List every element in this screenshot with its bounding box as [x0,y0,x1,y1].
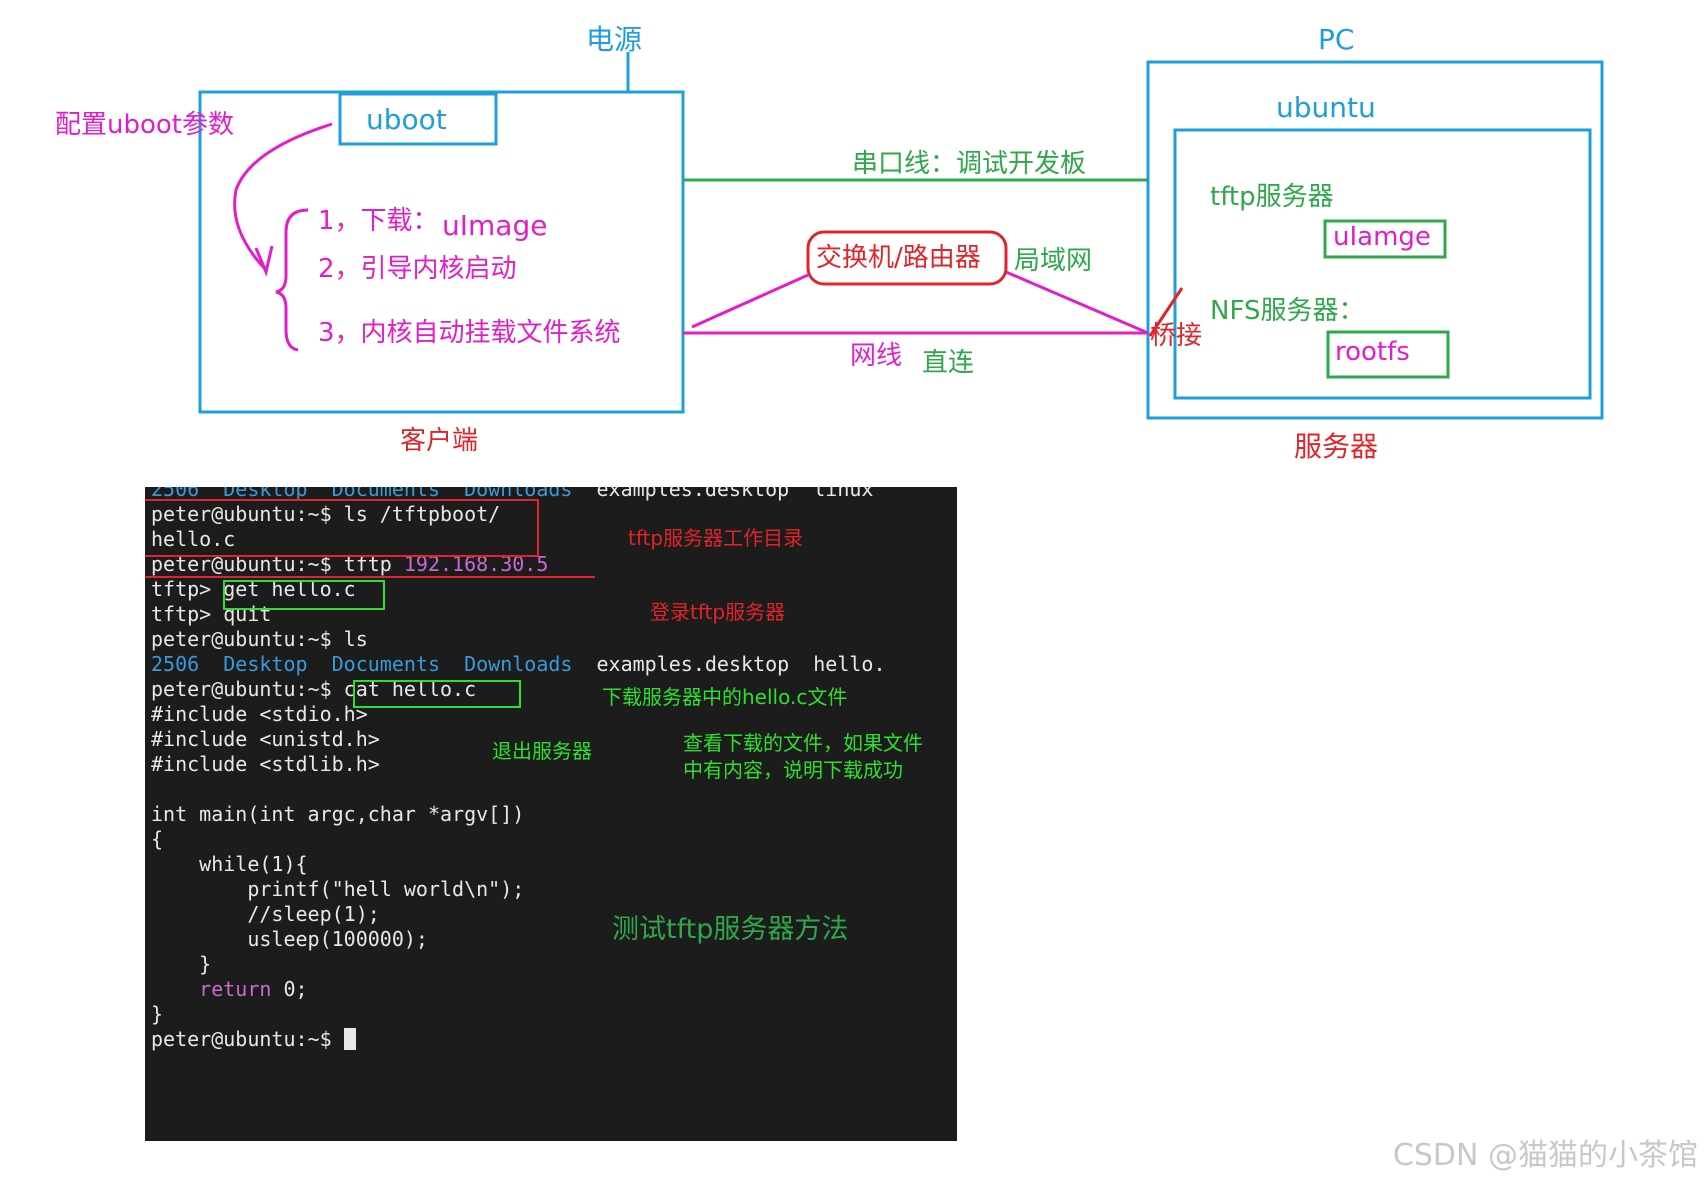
ls-files: examples.desktop linux [572,487,874,501]
ubuntu-box [1173,128,1592,400]
step1-label: 1，下载： [318,206,439,236]
terminal-line: tftp> quit [151,602,272,626]
terminal-line: peter@ubuntu:~$ tftp 192.168.30.5 [151,552,548,577]
uboot-box [338,92,498,146]
note-download: 下载服务器中的hello.c文件 [602,685,848,709]
lan-label: 局域网 [1014,246,1093,276]
terminal-line: while(1){ [151,852,308,876]
terminal-line: //sleep(1); [151,902,380,926]
tftp-command: peter@ubuntu:~$ tftp [151,552,404,576]
ls-dirs: 2506 Desktop Documents Downloads [151,652,573,676]
prompt-text: peter@ubuntu:~$ [151,1027,344,1051]
terminal-line: peter@ubuntu:~$ ls /tftpboot/ [151,502,501,526]
terminal-line: 2506 Desktop Documents Downloads example… [151,487,873,502]
configure-label: 配置uboot参数 [55,110,234,140]
terminal-cursor [343,1028,356,1050]
step1-image: uImage [442,209,548,242]
note-tftp-dir: tftp服务器工作目录 [628,526,804,550]
terminal-line: peter@ubuntu:~$ ls [151,627,368,651]
image-box-label: uIamge [1333,222,1431,252]
terminal-line: int main(int argc,char *argv[]) [151,802,525,826]
cable-switch-to-pc [1005,270,1149,335]
ls-dirs: 2506 Desktop Documents Downloads [151,487,573,501]
switch-label: 交换机/路由器 [816,243,981,273]
note-view: 查看下载的文件，如果文件 中有内容，说明下载成功 [683,731,923,782]
configure-arrow [233,122,333,272]
terminal-line: { [151,827,164,851]
ubuntu-label: ubuntu [1276,91,1376,124]
terminal-line: peter@ubuntu:~$ cat hello.c [151,677,477,701]
return-value: 0; [271,977,308,1001]
terminal-line: return 0; [151,977,308,1002]
note-test-method: 测试tftp服务器方法 [612,914,849,945]
image-box [1323,219,1447,259]
client-box [198,90,685,414]
tftp-label: tftp服务器 [1210,182,1334,212]
terminal-line: printf("hell world\n"); [151,877,525,901]
terminal-line: tftp> get hello.c [151,577,356,601]
terminal-line: hello.c [151,527,236,551]
terminal-window: 2506 Desktop Documents Downloads example… [145,487,957,1141]
client-label: 客户端 [400,426,479,456]
terminal-line: #include <stdlib.h> [151,752,380,776]
serial-label: 串口线：调试开发板 [852,149,1087,179]
tftp-ip: 192.168.30.5 [403,552,549,576]
terminal-line: 2506 Desktop Documents Downloads example… [151,652,886,677]
terminal-line: } [151,952,212,976]
configure-arrowhead [254,245,274,277]
switch-box [806,230,1008,286]
cable-label: 网线 [850,341,903,371]
csdn-watermark: CSDN @猫猫的小茶馆 [1392,1138,1698,1173]
steps-brace [275,208,309,352]
return-keyword: return [151,977,272,1001]
terminal-line: #include <unistd.h> [151,727,380,751]
step3-label: 3，内核自动挂载文件系统 [318,318,621,348]
terminal-line: usleep(100000); [151,927,428,951]
direct-label: 直连 [922,348,975,378]
terminal-line: } [151,1002,164,1026]
pc-label: PC [1318,23,1355,56]
step2-label: 2，引导内核启动 [318,254,517,284]
server-label: 服务器 [1294,430,1379,463]
cable-to-switch [691,273,809,329]
terminal-prompt[interactable]: peter@ubuntu:~$ [151,1027,356,1052]
bridge-label: 桥接 [1150,321,1203,351]
pc-box [1146,60,1604,420]
power-label: 电源 [586,23,643,56]
uboot-label: uboot [366,103,447,136]
bridge-mark [1148,287,1184,337]
note-quit: 退出服务器 [492,739,592,763]
ls-files: examples.desktop hello. [572,652,886,676]
rootfs-box [1326,330,1450,379]
terminal-line: #include <stdio.h> [151,702,368,726]
nfs-label: NFS服务器： [1210,296,1365,326]
note-login: 登录tftp服务器 [650,600,786,624]
rootfs-label: rootfs [1335,337,1410,367]
